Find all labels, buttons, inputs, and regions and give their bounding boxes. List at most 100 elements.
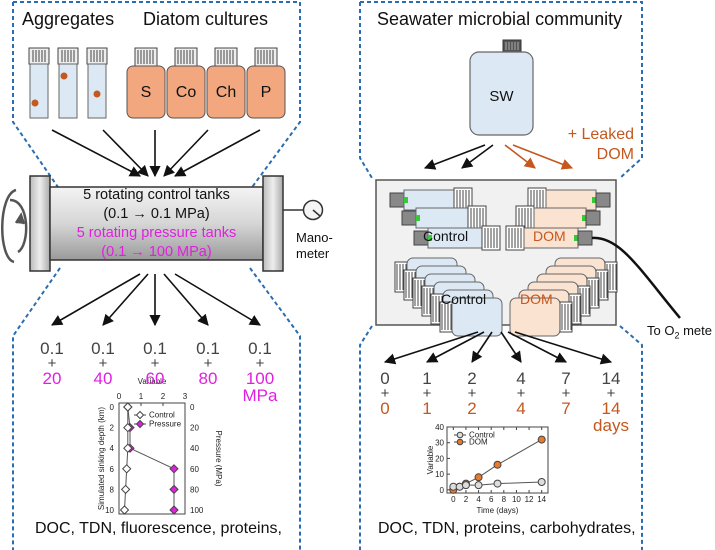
timepoint-unit: days [593,416,629,435]
base-pressure: 0.1 [40,339,64,358]
left-bottom-dashed-frame [12,267,301,550]
point-control [537,478,546,486]
added-pressure: 80 [198,369,218,388]
input-arrows [51,129,261,178]
y-tick-label: 0 [440,486,445,495]
pressure-unit: MPa [242,386,278,405]
control-day: 0 [380,369,390,388]
y-tick-label: 8 [110,485,115,494]
y-axis-label: Simulated sinking depth (km) [97,407,106,510]
x-tick-label: 6 [489,495,494,504]
left-top-dashed-frame [12,1,301,191]
timepoint-day-4: 4+4 [499,370,543,417]
timepoint-day-7: 7+7 [544,370,588,417]
point-dom [537,435,546,444]
dom-incubation-vials [505,187,611,251]
plus-sign: + [47,355,57,372]
manometer-label: Mano- meter [296,230,333,261]
point-control [474,481,483,490]
y-tick-label: 40 [435,423,444,432]
legend-label-pressure: Pressure [149,420,182,429]
base-pressure: 0.1 [196,339,220,358]
o2-meter-label: To O2 mete [647,323,712,341]
y-right-tick-label: 20 [190,424,199,433]
plot-frame [446,426,549,494]
diatom-cultures-label: Diatom cultures [143,9,269,29]
control-tanks-label: 5 rotating control tanks [83,187,230,203]
point-pressure [169,505,179,515]
added-pressure: 60 [145,369,165,388]
base-pressure: 0.1 [91,339,115,358]
x-tick-label: 1 [139,392,144,401]
dom-bottle-stack [509,257,618,337]
timepoint-day-1: 1+1 [405,370,449,417]
x-axis-label: Time (days) [477,506,519,515]
y-right-tick-label: 0 [190,403,195,412]
bottle-label-ch: Ch [215,84,237,101]
x-tick-label: 0 [117,392,122,401]
left-footer-measurements: DOC, TDN, fluorescence, proteins, [35,520,282,537]
base-pressure: 0.1 [143,339,167,358]
pressure-level-60: 0.1+60 [133,340,177,387]
point-dom [493,460,502,469]
point-control [123,422,133,433]
right-footer-measurements: DOC, TDN, proteins, carbohydrates, [378,520,636,537]
x-tick-label: 3 [183,392,188,401]
x-tick-label: 2 [161,392,166,401]
x-tick-label: 0 [451,495,456,504]
aggregates-label: Aggregates [22,9,115,29]
dom-day: 0 [380,399,390,418]
added-pressure: 20 [42,369,62,388]
y-tick-label: 6 [110,465,115,474]
y-tick-label: 30 [435,439,444,448]
x-tick-label: 14 [537,495,546,504]
control-day: 4 [516,369,526,388]
control-incubation-vials [389,187,501,251]
pressure-tanks-label: 5 rotating pressure tanks [76,225,237,241]
control-day: 2 [467,369,477,388]
y-right-tick-label: 100 [190,506,204,515]
y-axis-label: Variable [426,445,435,474]
timepoint-day-0: 0+0 [363,370,407,417]
o2-sensor-cable [591,236,681,319]
sw-arrows [423,144,574,170]
y-tick-label: 10 [105,506,114,515]
y-right-axis-label: Pressure (MPa) [214,430,223,486]
added-pressure: 40 [93,369,113,388]
plus-sign: + [380,385,390,402]
plus-sign: + [150,355,160,372]
bottle-label-s: S [140,84,152,101]
point-control [493,479,502,488]
y-right-tick-label: 60 [190,465,199,474]
added-pressure: 100 [245,369,275,388]
legend-label-dom: DOM [469,438,488,447]
legend-marker [135,419,145,429]
timepoint-day-2: 2+2 [450,370,494,417]
point-control [461,481,470,490]
point-pressure [169,464,179,474]
y-tick-label: 2 [110,424,115,433]
diatom-bottles [126,47,286,119]
dom-vial-label: DOM [533,228,566,244]
dom-day: 7 [561,399,571,418]
right-panel-title: Seawater microbial community [377,9,623,29]
plus-sign: + [606,385,616,402]
dom-day: 1 [422,399,432,418]
aggregate-vials [28,47,108,119]
point-control [123,402,133,412]
plot-frame [118,402,186,515]
sw-label: SW [489,88,514,105]
seawater-bottle [469,39,534,136]
pressure-level-40: 0.1+40 [81,340,125,387]
pressure-level-80: 0.1+80 [186,340,230,387]
point-control [123,443,133,453]
tank-description: 5 rotating control tanks (0.1 → 0.1 MPa)… [50,186,263,262]
pressure-level-20: 0.1+20 [30,340,74,387]
control-day: 7 [561,369,571,388]
control-vial-label: Control [423,228,469,244]
plus-sign: + [98,355,108,372]
